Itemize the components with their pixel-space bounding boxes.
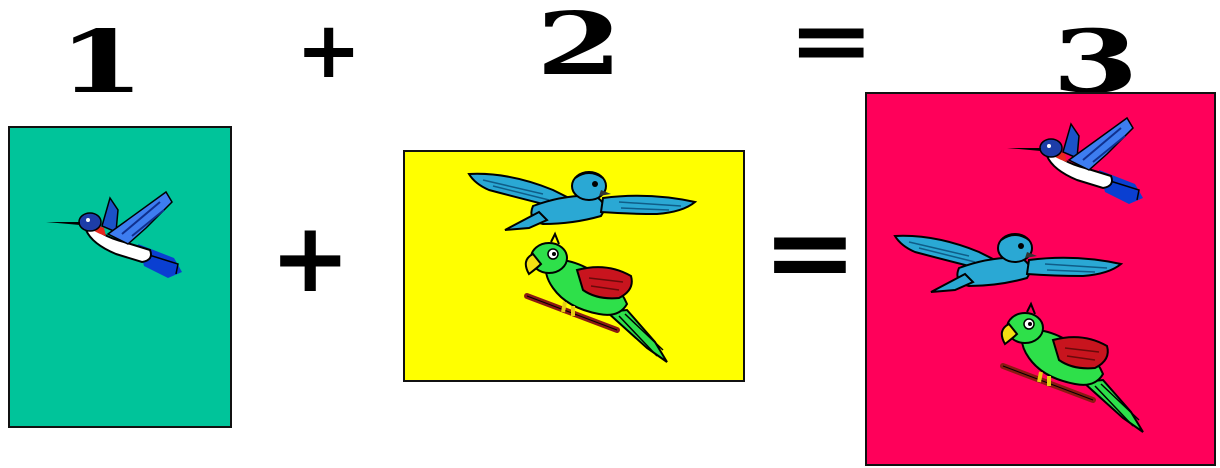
- bluebird-icon: [468, 171, 696, 231]
- plus-sign-middle: +: [270, 202, 351, 314]
- plus-sign-top: +: [296, 6, 362, 96]
- equals-sign-middle: =: [762, 191, 858, 313]
- panel-2: [403, 150, 745, 382]
- number-one: 1: [58, 12, 145, 113]
- parrot-icon: [527, 238, 672, 363]
- hummingbird-icon: [1006, 117, 1144, 205]
- equals-sign-top: =: [788, 0, 875, 91]
- number-three: 3: [1052, 12, 1139, 113]
- number-two: 2: [536, 0, 623, 95]
- parrot-icon: [1003, 308, 1148, 433]
- panel-3: [865, 92, 1216, 466]
- hummingbird-icon: [45, 191, 183, 279]
- panel-1: [8, 126, 232, 428]
- bluebird-icon: [894, 233, 1122, 293]
